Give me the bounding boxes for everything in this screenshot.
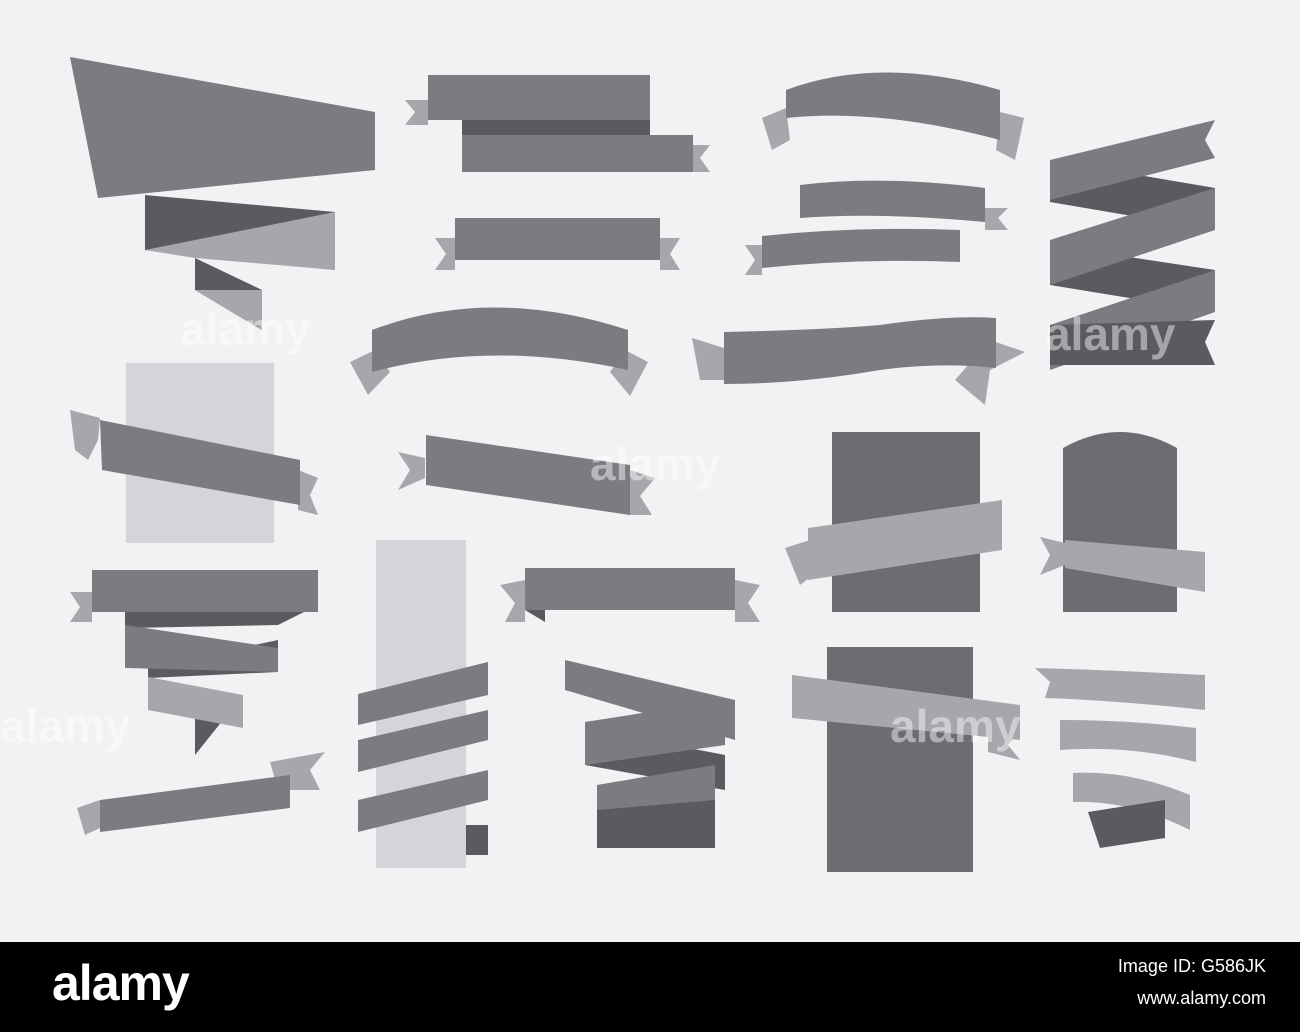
banner-arc-middle: [350, 307, 648, 396]
footer-bar: alamy Image ID: G586JK www.alamy.com: [0, 942, 1300, 1032]
svg-text:alamy: alamy: [0, 700, 131, 752]
ribbon-banner-illustration: alamy alamy alamy alamy alamy: [0, 57, 1215, 872]
banner-panel-dark: [785, 432, 1002, 612]
banner-stack-right: [1035, 668, 1205, 848]
banner-wave: [692, 317, 1025, 405]
banner-set-top-left: [70, 57, 375, 330]
image-id-label: Image ID: G586JK: [1117, 956, 1266, 976]
banner-zigzag-right: [1050, 120, 1215, 370]
banner-panel-tall-wrapped: [358, 540, 488, 868]
svg-text:alamy: alamy: [1045, 308, 1176, 360]
banner-tilted-center: [398, 435, 655, 515]
banner-flat-center: [500, 568, 760, 622]
svg-text:alamy: alamy: [180, 303, 311, 355]
banner-zigzag-center: [565, 660, 735, 848]
banner-double-right: [745, 180, 1008, 275]
banner-tilted-bottom-left: [77, 752, 325, 835]
brand-logo: alamy: [52, 955, 190, 1011]
banner-panel-bottom-dark: [792, 647, 1020, 872]
banner-panel-rounded: [1040, 432, 1205, 612]
banner-stack-left: [70, 570, 318, 755]
svg-text:alamy: alamy: [890, 700, 1021, 752]
banner-double-top: [405, 75, 710, 172]
site-url: www.alamy.com: [1137, 988, 1266, 1008]
svg-text:alamy: alamy: [590, 438, 721, 490]
banner-arc-top-right: [762, 72, 1024, 160]
banner-panel-light: [70, 363, 318, 543]
watermark: alamy alamy alamy alamy alamy: [0, 303, 1176, 752]
banner-flat-small: [435, 218, 680, 270]
